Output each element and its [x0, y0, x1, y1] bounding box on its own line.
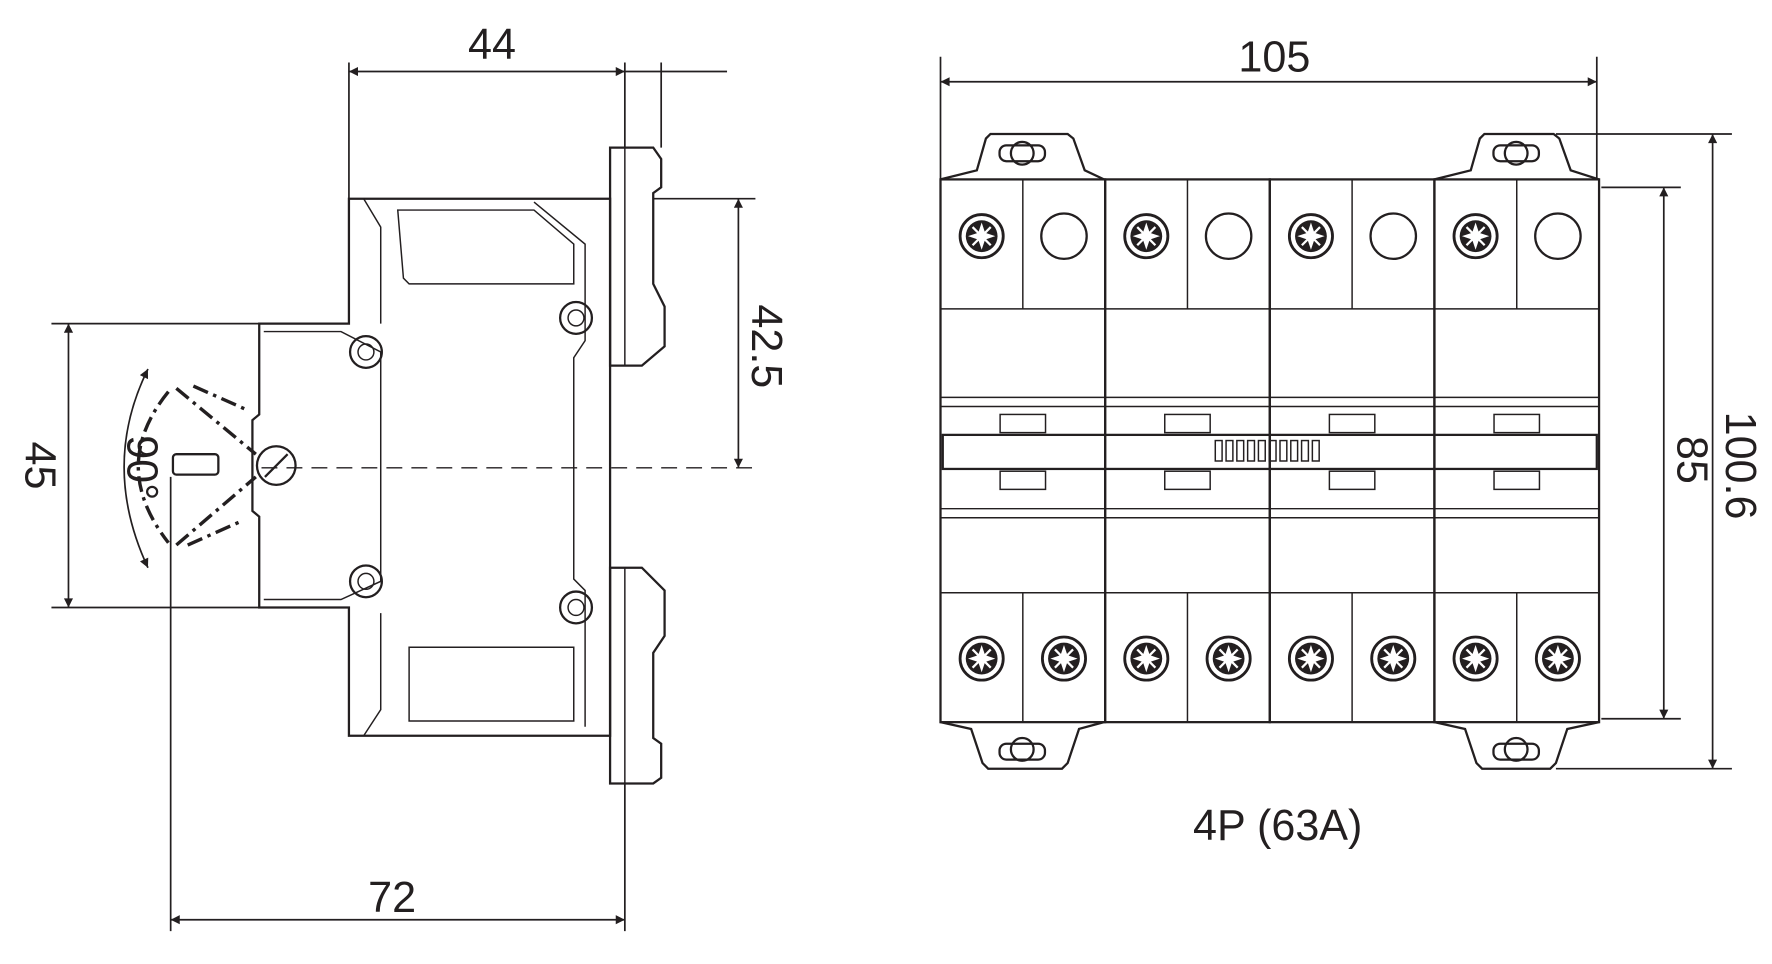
terminal-screw-icon [1205, 635, 1252, 682]
mount-tab-top-right [1434, 132, 1600, 181]
terminal-screw-icon [1123, 635, 1170, 682]
terminal-screw-icon [958, 213, 1005, 260]
vent-slot [1225, 439, 1234, 462]
vent-slot [1214, 439, 1223, 462]
latch-slot [1493, 413, 1541, 434]
terminal-screw-icon [1287, 635, 1334, 682]
terminal-screw-icon [1040, 635, 1087, 682]
terminal-screw-icon [1370, 635, 1417, 682]
vent-slots [1214, 439, 1320, 462]
latch-slot [1164, 413, 1211, 434]
dim-angle-label: 90° [118, 435, 166, 500]
latch-slot [1328, 413, 1376, 434]
vent-slot [1279, 439, 1288, 462]
terminal-screw-icon [958, 635, 1005, 682]
terminal-hole [1534, 212, 1582, 261]
body-outline [251, 197, 612, 737]
pole-modules [939, 178, 1601, 724]
latch-slot [1328, 470, 1376, 491]
vent-slot [1257, 439, 1266, 462]
toggle-pivot [255, 445, 297, 486]
latch-slot [1164, 470, 1211, 491]
vent-slot [1236, 439, 1245, 462]
dim-44-label: 44 [468, 21, 516, 69]
vent-slot [1300, 439, 1310, 462]
terminal-screw-icon [1123, 213, 1170, 260]
pole-module [1433, 178, 1601, 724]
vent-slot [1268, 439, 1277, 462]
terminal-screw-icon [1452, 635, 1499, 682]
front-view: 105 85 100.6 4P (63A) [939, 34, 1764, 850]
latch-slot [1493, 470, 1541, 491]
caption-4p-63a: 4P (63A) [1193, 802, 1362, 850]
latch-slot [999, 413, 1047, 434]
latch-slot [999, 470, 1047, 491]
dim-42-5-label: 42.5 [742, 304, 790, 388]
mount-tab-bottom-right [1434, 721, 1600, 770]
dim-105-label: 105 [1238, 34, 1310, 82]
terminal-screw-icon [1534, 635, 1581, 682]
toggle-lever [171, 453, 220, 476]
terminal-hole [1369, 212, 1418, 261]
pole-module [1104, 178, 1271, 724]
pole-module [939, 178, 1107, 724]
terminal-screw-icon [1287, 213, 1334, 260]
dim-45-label: 45 [15, 442, 63, 490]
dim-85-label: 85 [1667, 436, 1715, 484]
side-view: 90° 44 72 45 42.5 [15, 21, 790, 932]
pole-module [1268, 178, 1436, 724]
terminal-screw-icon [1452, 213, 1499, 260]
terminal-hole [1040, 212, 1088, 261]
vent-slot [1311, 439, 1320, 462]
vent-slot [1246, 439, 1256, 462]
dim-72-label: 72 [368, 874, 416, 922]
vent-slot [1290, 439, 1299, 462]
dim-100-6-label: 100.6 [1716, 412, 1764, 520]
rail-clip-bottom [608, 566, 666, 785]
mount-tab-bottom-left [940, 721, 1105, 770]
rail-clip-top [608, 146, 666, 367]
din-rail-band [941, 433, 1598, 471]
mount-tab-top-left [940, 132, 1105, 181]
terminal-hole [1204, 212, 1253, 261]
